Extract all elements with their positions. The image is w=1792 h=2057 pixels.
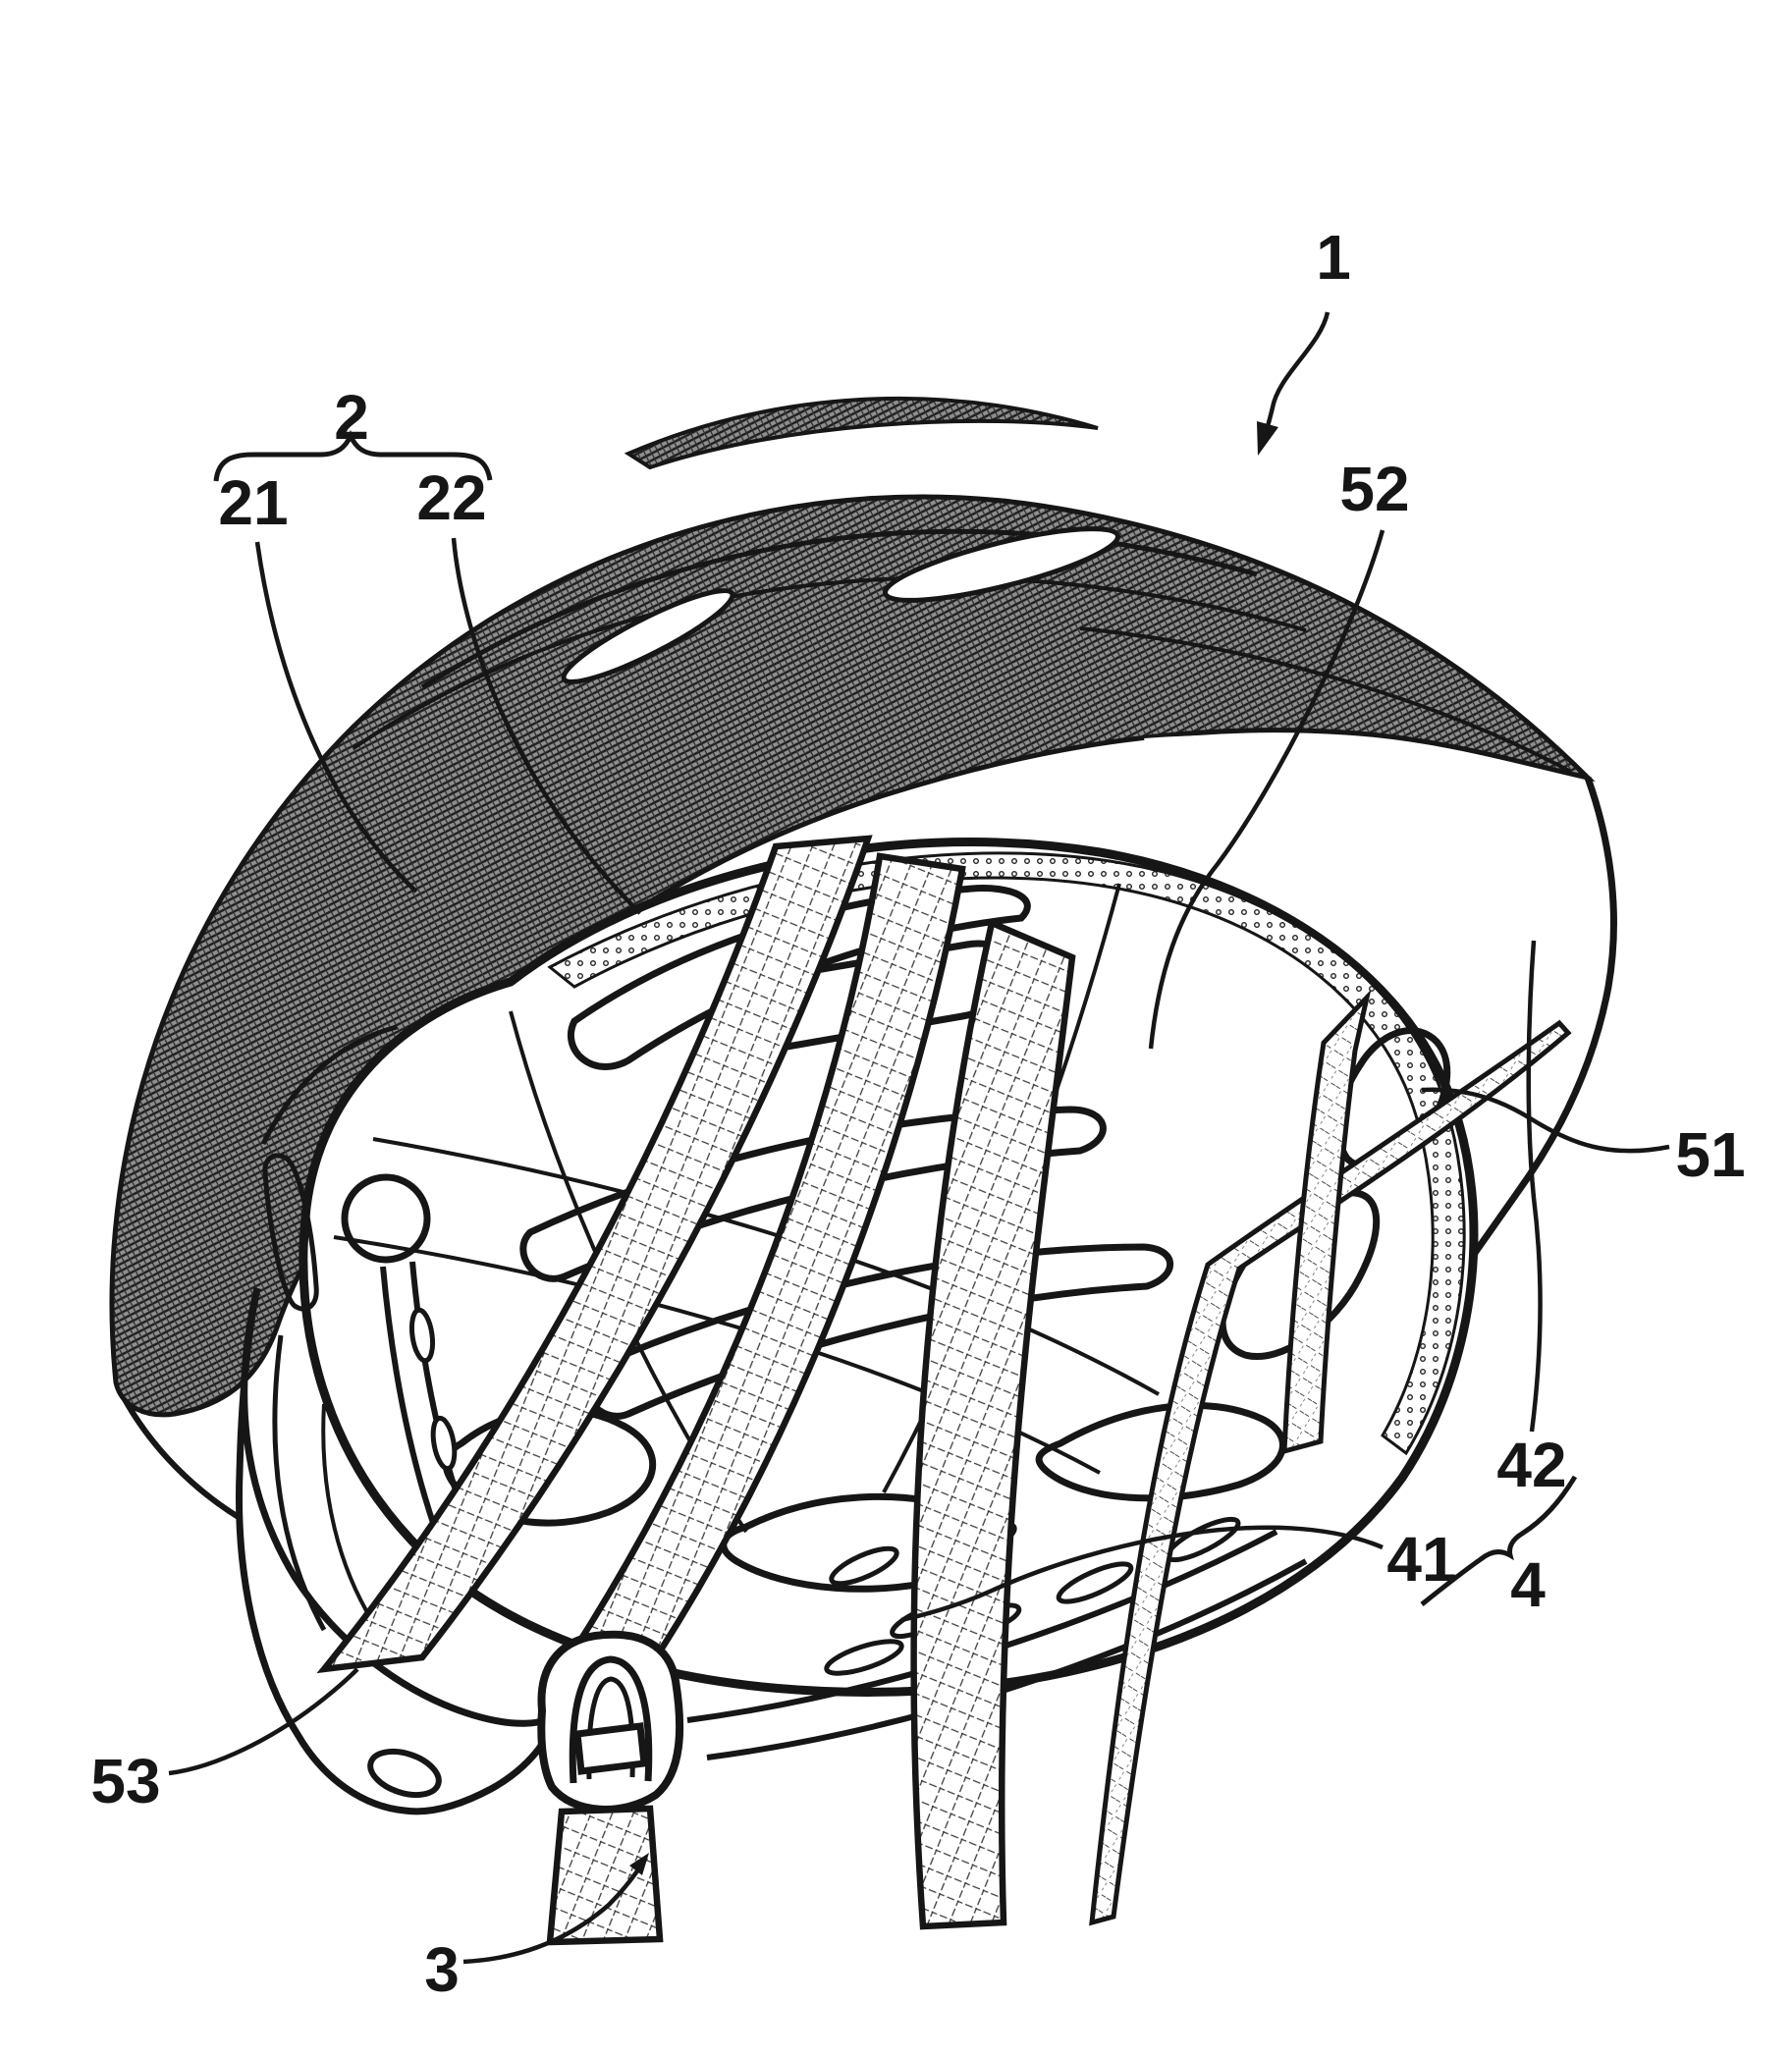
shell-ridge-2 bbox=[352, 575, 1307, 750]
leader-53 bbox=[168, 1667, 359, 1776]
straps bbox=[316, 835, 1572, 1930]
leader-22 bbox=[451, 537, 642, 915]
leader-3 bbox=[462, 1856, 648, 1965]
leader-52 bbox=[1148, 529, 1385, 1050]
mid-band-pad-1 bbox=[519, 1106, 1107, 1282]
mid-band-pad-2 bbox=[581, 1243, 1174, 1420]
leader-1-arrowhead bbox=[1257, 421, 1278, 456]
label-rim-pad-trim: 52 bbox=[1339, 454, 1409, 524]
label-strap-anchor: 42 bbox=[1496, 1430, 1566, 1500]
cradle-body bbox=[236, 1287, 564, 1815]
strap-anchor-blade bbox=[1281, 989, 1372, 1455]
right-strap bbox=[910, 918, 1076, 1930]
shell-tail-groove bbox=[1144, 734, 1567, 785]
rim-pad-trim bbox=[547, 851, 1466, 1456]
round-pad bbox=[341, 1173, 431, 1264]
label-outer-shell: 21 bbox=[218, 467, 288, 538]
cradle-slot bbox=[367, 1748, 442, 1799]
leader-51 bbox=[1421, 1087, 1670, 1154]
label-helmet-assembly: 1 bbox=[1316, 222, 1351, 293]
label-rear-cradle: 53 bbox=[90, 1746, 160, 1816]
label-retention-band: 41 bbox=[1386, 1524, 1456, 1595]
leader-lines bbox=[168, 311, 1670, 1965]
leader-42 bbox=[1526, 940, 1543, 1433]
shell-top-fin bbox=[624, 396, 1099, 470]
brace-4 bbox=[1420, 1475, 1578, 1606]
leader-3-arrowhead bbox=[629, 1853, 649, 1875]
shell-ridge-3 bbox=[1079, 626, 1572, 774]
shell-vent-slot-front bbox=[561, 588, 735, 684]
leader-21 bbox=[254, 541, 418, 893]
label-inner-shell: 22 bbox=[416, 462, 486, 533]
chin-strap-tail bbox=[546, 1805, 664, 1946]
brace-2 bbox=[213, 429, 493, 482]
helmet-outer-shell bbox=[109, 396, 1596, 1418]
leader-41 bbox=[900, 1525, 1384, 1623]
chin-strap-buckle bbox=[537, 1630, 684, 1946]
label-chin-strap: 3 bbox=[424, 1934, 460, 2005]
shell-ridge-1 bbox=[420, 528, 1258, 690]
front-left-strap bbox=[316, 835, 873, 1674]
label-shell-group: 2 bbox=[334, 382, 369, 453]
label-side-pad: 51 bbox=[1675, 1119, 1745, 1190]
buckle-slot bbox=[573, 1722, 648, 1775]
leader-1 bbox=[1260, 311, 1330, 445]
shell-vent-slot-rear bbox=[883, 526, 1120, 603]
left-rim-slot bbox=[262, 1153, 319, 1312]
reference-labels: 1 2 21 22 52 51 42 41 4 53 3 bbox=[90, 222, 1745, 2005]
label-retention-group: 4 bbox=[1510, 1549, 1546, 1620]
